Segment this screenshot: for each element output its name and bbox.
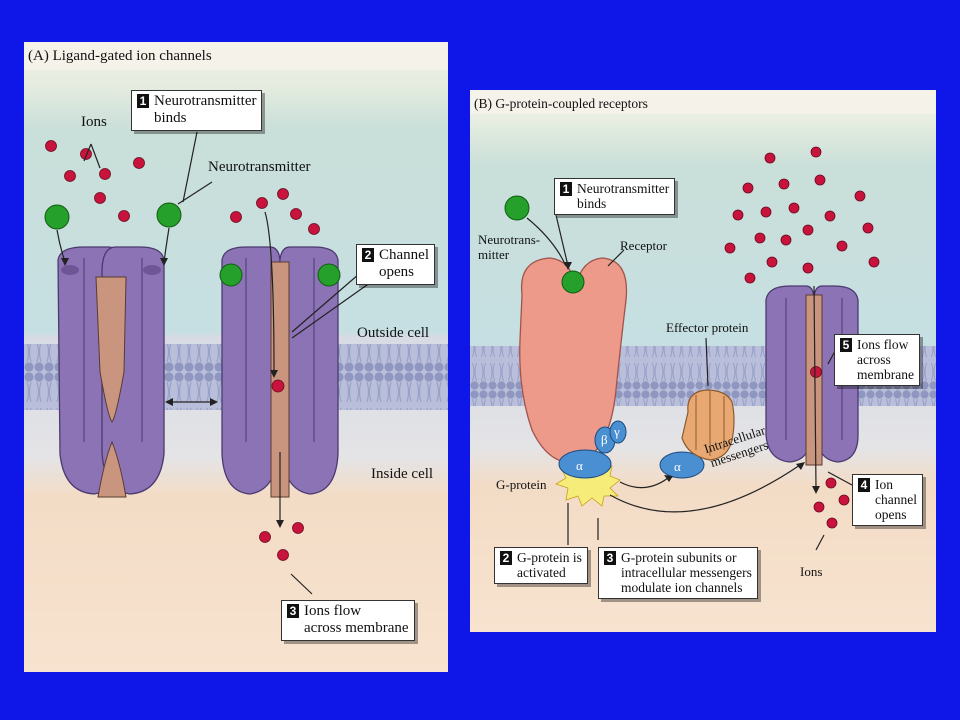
effector-protein-label: Effector protein — [666, 320, 749, 335]
step-number: 4 — [858, 478, 870, 492]
step-number: 1 — [560, 182, 572, 196]
inside-cell-label: Inside cell — [371, 466, 434, 482]
channel-closed — [57, 246, 165, 498]
ions-label: Ions — [800, 564, 823, 579]
step-5-callout: 5 Ions flow across membrane — [834, 334, 920, 386]
panel-a-title: (A) Ligand-gated ion channels — [28, 48, 212, 64]
step-text: G-protein is activated — [517, 550, 582, 580]
step-text: Ions flow across membrane — [304, 603, 409, 636]
step-number: 2 — [362, 248, 374, 262]
step-3-callout: 3 G-protein subunits or intracellular me… — [598, 547, 758, 599]
panel-g-protein: (B) G-protein-coupled receptors Neurotra… — [470, 90, 936, 632]
step-text: Ion channel opens — [875, 477, 917, 522]
alpha-symbol-free: α — [674, 459, 681, 474]
step-text: Channel opens — [379, 247, 429, 280]
step-2-callout: 2 G-protein is activated — [494, 547, 588, 584]
step-2-callout: 2 Channel opens — [356, 244, 435, 285]
step-number: 1 — [137, 94, 149, 108]
alpha-symbol: α — [576, 458, 583, 473]
beta-symbol: β — [601, 432, 608, 447]
step-1-callout: 1 Neurotransmitter binds — [131, 90, 263, 131]
step-3-callout: 3 Ions flow across membrane — [281, 600, 415, 641]
panel-b-title: (B) G-protein-coupled receptors — [474, 96, 648, 111]
step-number: 3 — [604, 551, 616, 565]
ions-label: Ions — [81, 114, 107, 130]
effector-protein — [681, 389, 735, 461]
ions-cluster — [724, 146, 880, 529]
neurotransmitter-label: Neurotransmitter — [208, 159, 311, 175]
step-text: Ions flow across membrane — [857, 337, 914, 382]
step-text: Neurotransmitter binds — [154, 93, 257, 126]
step-4-callout: 4 Ion channel opens — [852, 474, 923, 526]
neurotransmitter-molecule — [504, 195, 530, 221]
neurotransmitter-label: Neurotrans- mitter — [478, 232, 541, 262]
step-text: G-protein subunits or intracellular mess… — [621, 550, 752, 595]
g-protein-alpha-free — [659, 451, 705, 479]
neurotransmitter-molecule — [44, 204, 70, 230]
step-number: 3 — [287, 604, 299, 618]
step-number: 5 — [840, 338, 852, 352]
neurotransmitter-bound — [561, 270, 585, 294]
g-protein-alpha — [558, 449, 612, 479]
neurotransmitter-molecule — [156, 202, 182, 228]
step-text: Neurotransmitter binds — [577, 181, 670, 211]
g-protein-label: G-protein — [496, 477, 547, 492]
channel-open — [219, 246, 341, 498]
ions-cluster — [45, 140, 320, 561]
gamma-symbol: γ — [614, 424, 620, 439]
receptor-label: Receptor — [620, 238, 667, 253]
step-number: 2 — [500, 551, 512, 565]
panel-b-illustration — [470, 90, 936, 632]
step-1-callout: 1 Neurotransmitter binds — [554, 178, 676, 215]
panel-a-illustration — [24, 42, 448, 672]
panel-ligand-gated: (A) Ligand-gated ion channels Ions Neuro… — [24, 42, 448, 672]
g-protein-gamma — [609, 420, 627, 444]
outside-cell-label: Outside cell — [357, 325, 430, 341]
